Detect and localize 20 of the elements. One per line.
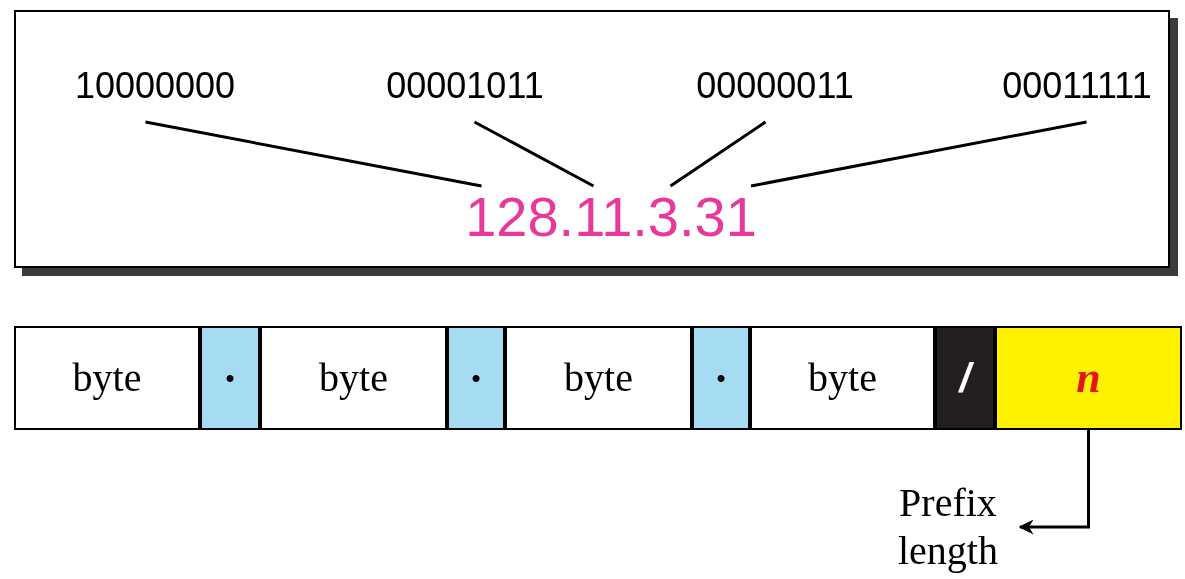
prefix-segment: n — [995, 326, 1182, 430]
connector-line — [473, 120, 595, 188]
prefix-length-label: Prefix length — [878, 478, 1018, 576]
dot-segment: • — [692, 326, 750, 430]
slash-segment: / — [935, 326, 995, 430]
byte-segment: byte — [260, 326, 447, 430]
dot-segment: • — [447, 326, 505, 430]
byte-segment: byte — [505, 326, 692, 430]
byte-segment: byte — [14, 326, 200, 430]
connector-line — [750, 120, 1087, 188]
arrow — [1018, 430, 1090, 535]
connector-line — [145, 120, 482, 188]
dot-segment: • — [200, 326, 260, 430]
byte-segment: byte — [750, 326, 935, 430]
binary-octet: 00000011 — [680, 64, 870, 108]
connector-line — [669, 120, 767, 188]
binary-octet: 00001011 — [370, 64, 560, 108]
binary-octet: 10000000 — [60, 64, 250, 108]
binary-octet: 00011111 — [982, 64, 1172, 108]
dotted-decimal-address: 128.11.3.31 — [436, 184, 786, 250]
